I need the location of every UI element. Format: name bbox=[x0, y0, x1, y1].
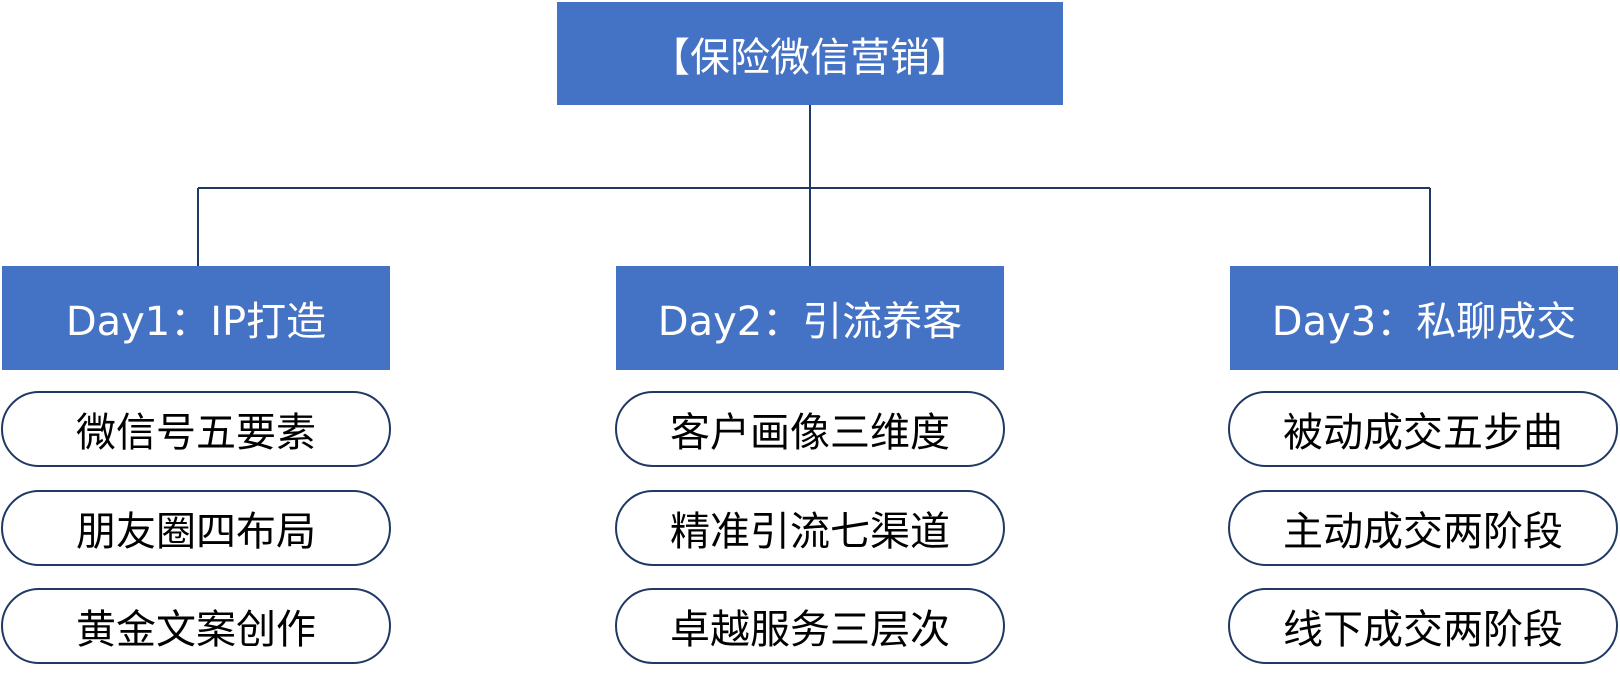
day1-node: Day1：IP打造 bbox=[2, 266, 390, 370]
root-node: 【保险微信营销】 bbox=[557, 2, 1063, 105]
day2-node: Day2：引流养客 bbox=[616, 266, 1004, 370]
day3-node: Day3：私聊成交 bbox=[1230, 266, 1618, 370]
day3-item-3: 线下成交两阶段 bbox=[1228, 588, 1618, 664]
day1-item-3: 黄金文案创作 bbox=[1, 588, 391, 664]
day2-item-2: 精准引流七渠道 bbox=[615, 490, 1005, 566]
day1-item-1: 微信号五要素 bbox=[1, 391, 391, 467]
day2-item-3: 卓越服务三层次 bbox=[615, 588, 1005, 664]
day3-item-2: 主动成交两阶段 bbox=[1228, 490, 1618, 566]
day2-item-1: 客户画像三维度 bbox=[615, 391, 1005, 467]
day1-item-2: 朋友圈四布局 bbox=[1, 490, 391, 566]
day3-item-1: 被动成交五步曲 bbox=[1228, 391, 1618, 467]
